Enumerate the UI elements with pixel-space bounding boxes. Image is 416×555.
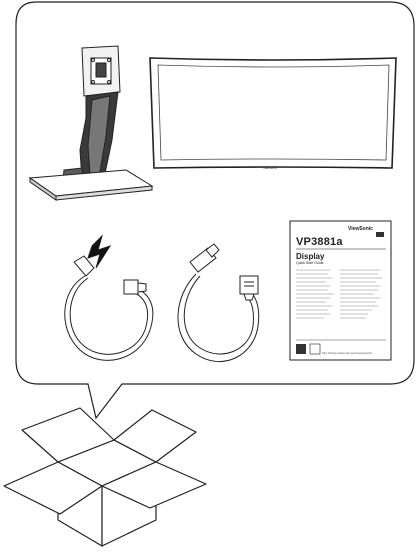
contents-bubble <box>15 1 415 420</box>
guide-brand: ViewSonic <box>348 226 373 232</box>
hdmi-cable-icon <box>177 243 260 363</box>
guide-subtitle: Quick Start Guide <box>296 261 324 265</box>
guide-model-number: VP3881a <box>296 236 343 248</box>
monitor-bezel-brand: ViewSonic <box>263 166 277 170</box>
monitor-panel-icon <box>149 57 397 169</box>
quick-start-guide-icon <box>289 220 392 361</box>
monitor-stand-icon <box>28 45 154 201</box>
guide-url: http://www.viewsonic.com/eu/support/... <box>322 351 375 355</box>
guide-title: Display <box>296 252 325 261</box>
power-cable-icon <box>64 234 154 361</box>
open-box-icon <box>3 407 207 547</box>
